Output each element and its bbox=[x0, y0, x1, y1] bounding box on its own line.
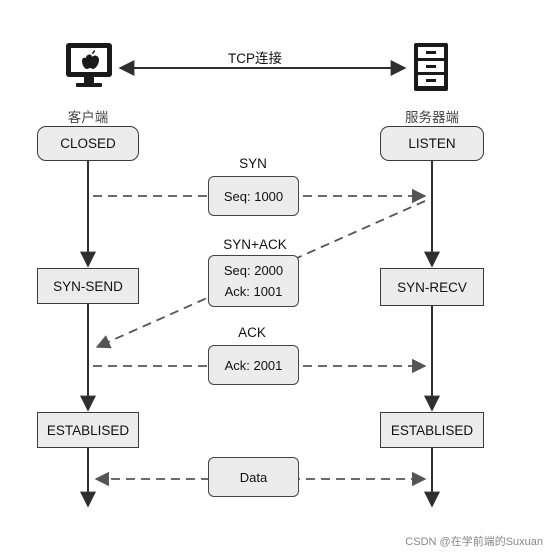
client-state-syn-send: SYN-SEND bbox=[37, 268, 139, 304]
message-title-ack: ACK bbox=[238, 325, 266, 340]
message-line: Seq: 2000 bbox=[223, 263, 284, 278]
message-title-syn: SYN bbox=[239, 156, 267, 171]
message-box-data: Data bbox=[208, 457, 299, 497]
computer-icon bbox=[66, 43, 112, 87]
client-label: 客户端 bbox=[67, 110, 109, 125]
message-title-syn-ack: SYN+ACK bbox=[223, 237, 287, 252]
message-line: Data bbox=[239, 469, 268, 485]
server-state-syn-recv: SYN-RECV bbox=[380, 268, 484, 306]
server-label: 服务器端 bbox=[405, 110, 459, 125]
message-line: Ack: 2001 bbox=[224, 357, 283, 373]
watermark-text: CSDN @在学前端的Suxuan bbox=[405, 536, 543, 548]
server-state-listen: LISTEN bbox=[380, 126, 484, 161]
message-box-syn: Seq: 1000 bbox=[208, 176, 299, 216]
client-state-closed: CLOSED bbox=[37, 126, 139, 161]
tcp-connection-label: TCP连接 bbox=[228, 51, 282, 66]
server-cabinet-icon bbox=[414, 43, 448, 91]
server-state-established: ESTABLISED bbox=[380, 412, 484, 448]
message-box-syn-ack: Seq: 2000 Ack: 1001 bbox=[208, 255, 299, 307]
client-state-established: ESTABLISED bbox=[37, 412, 139, 448]
message-line: Seq: 1000 bbox=[223, 188, 284, 204]
message-box-ack: Ack: 2001 bbox=[208, 345, 299, 385]
message-line: Ack: 1001 bbox=[224, 284, 283, 299]
